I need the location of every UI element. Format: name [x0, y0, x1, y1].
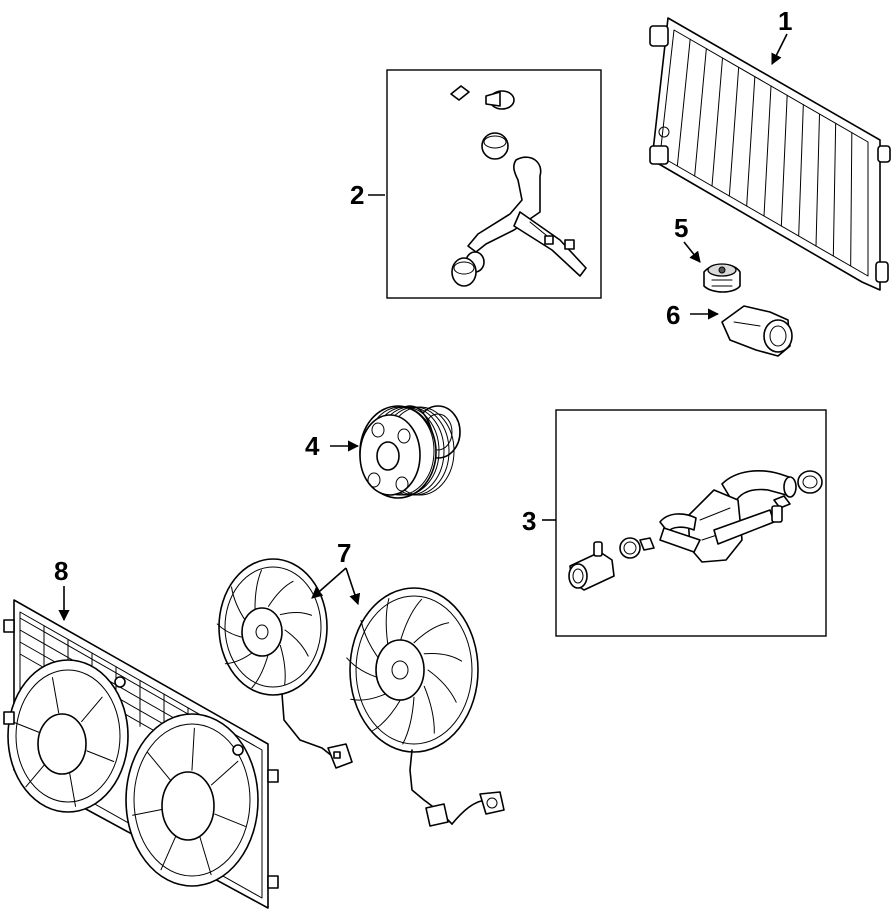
drawing-line: [191, 727, 195, 771]
drawing-line: [68, 770, 77, 807]
callout-8: 8: [54, 556, 68, 586]
drawing-line: [780, 94, 788, 227]
drawing-line: [210, 760, 239, 786]
fan-motor-left: [216, 558, 353, 769]
callout-6: 6: [666, 300, 680, 330]
drawing-line: [711, 57, 723, 187]
water-pump: [359, 405, 461, 499]
drawing-line: [694, 48, 707, 177]
drawing-line: [198, 835, 212, 876]
drawing-line: [25, 761, 47, 788]
drawing-line: [147, 751, 172, 782]
drawing-line: [815, 113, 820, 247]
drawing-line: [81, 696, 103, 723]
fan-blade: [400, 598, 423, 641]
fan-blade: [284, 629, 309, 657]
thermostat: [703, 263, 741, 293]
drawing-line: [13, 721, 42, 734]
fan-blade: [371, 699, 402, 732]
drawing-line: [132, 808, 165, 816]
callout-1: 1: [778, 6, 792, 36]
drawing-line: [160, 832, 178, 871]
callout-7: 7: [337, 538, 351, 568]
fan-shroud: [3, 599, 279, 909]
upper-hose-kit-box: [386, 69, 602, 299]
fan-blade: [279, 644, 286, 686]
fan-blade: [267, 580, 294, 607]
drawing-line: [763, 85, 772, 217]
fan-blade: [279, 611, 313, 616]
callout-2: 2: [350, 180, 364, 210]
callout-5: 5: [674, 213, 688, 243]
drawing-line: [728, 66, 740, 197]
callout-4: 4: [305, 431, 320, 461]
fan-blade: [413, 622, 450, 644]
fan-blade: [423, 685, 435, 734]
drawing-line: [86, 750, 115, 763]
upper-hose-kit: [450, 85, 587, 287]
drawing-line: [850, 132, 853, 267]
drawing-line: [832, 122, 837, 257]
fan-blade: [251, 653, 269, 689]
callout-3: 3: [522, 506, 536, 536]
fan-blade: [385, 598, 390, 648]
fan-motor-right: [346, 587, 505, 827]
fan-blade: [427, 669, 457, 703]
drawing-line: [798, 104, 804, 237]
lower-hose-kit-box: [555, 409, 827, 637]
fan-blade: [231, 586, 247, 623]
fan-blade: [423, 652, 463, 662]
drawing-line: [51, 677, 60, 714]
fan-blade: [402, 696, 415, 745]
drawing-line: [676, 38, 691, 167]
drawing-line: [214, 813, 246, 827]
fan-blade: [254, 569, 262, 610]
thermostat-housing: [721, 305, 793, 357]
radiator: [649, 17, 891, 291]
lower-hose-kit: [568, 470, 823, 591]
drawing-line: [746, 76, 756, 207]
